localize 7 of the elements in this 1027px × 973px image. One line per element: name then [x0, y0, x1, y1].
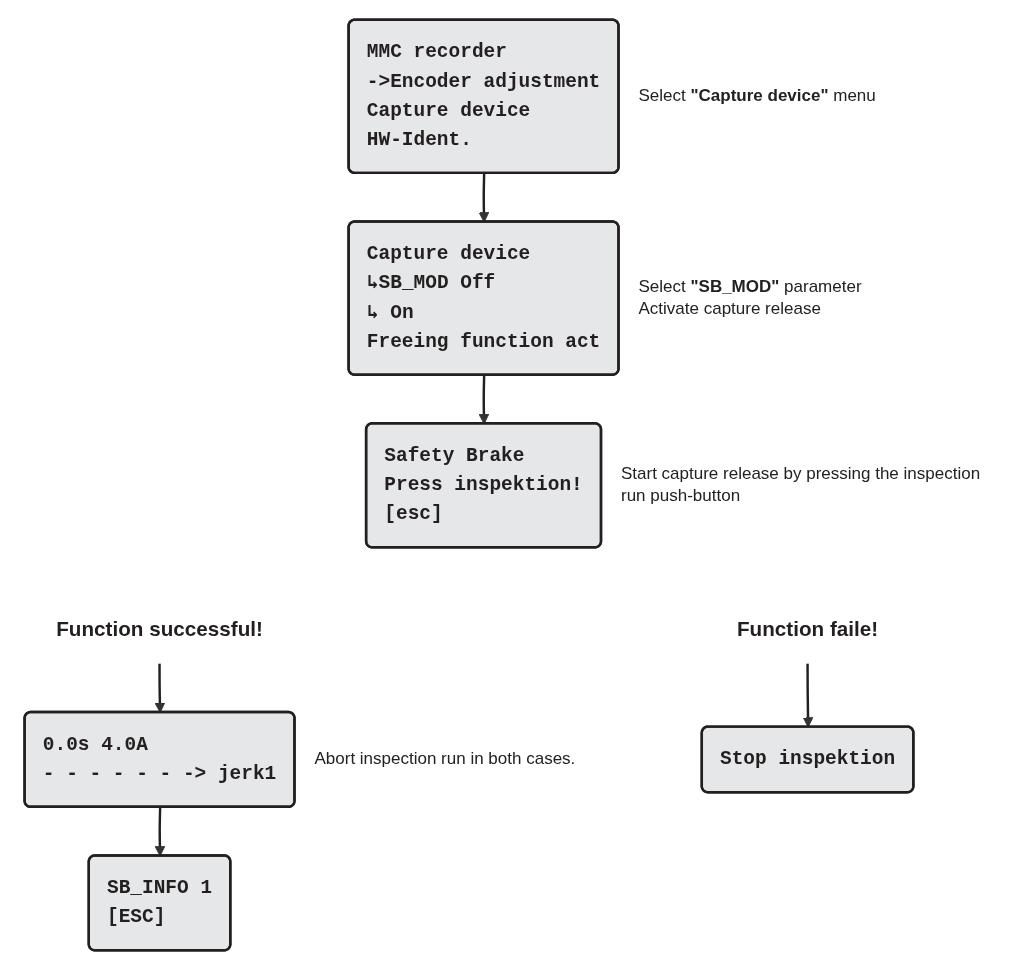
- instruction-text: Select "SB_MOD" parameter: [638, 276, 862, 299]
- node-text: Function faile!: [736, 617, 879, 641]
- instruction-text: Start capture release by pressing the inspection run push-button: [621, 463, 982, 508]
- instruction-text: Activate capture release: [638, 298, 821, 321]
- instruction-text: Select "Capture device" menu: [638, 85, 876, 108]
- node-text: Function successful!: [56, 617, 263, 641]
- instruction-text: Abort inspection run in both cases.: [314, 748, 576, 771]
